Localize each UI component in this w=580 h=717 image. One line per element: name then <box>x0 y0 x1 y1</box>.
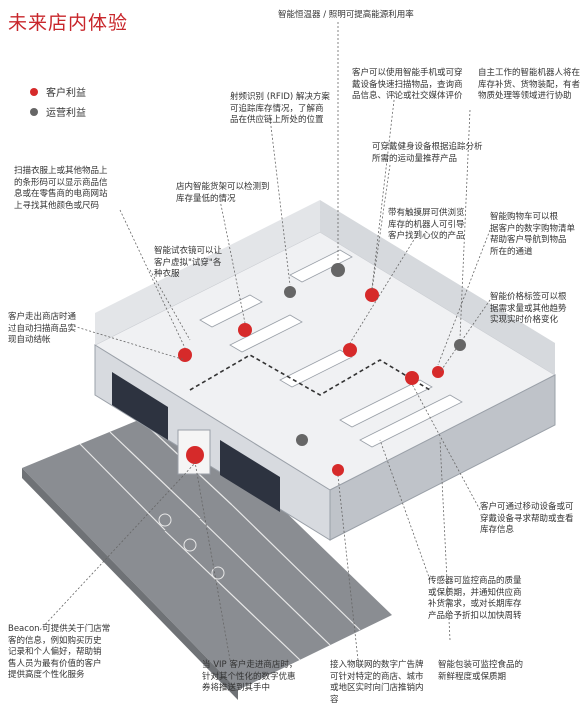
leader-lines <box>39 22 491 661</box>
annotation-mobile-help: 客户可通过移动设备或可 穿戴设备寻求帮助或查看 库存信息 <box>480 502 574 535</box>
annotation-packaging: 智能包装可监控食品的 新鲜程度或保质期 <box>438 660 524 682</box>
accessible-parking-icons <box>158 513 225 580</box>
legend-customer-dot <box>30 87 38 96</box>
store-side-facade <box>329 374 556 541</box>
annotation-smart-cart: 智能购物车可以根 据客户的数字购物清单 帮助客户导航到物品 所在的通道 <box>490 212 576 257</box>
annotation-rfid: 射频识别 (RFID) 解决方案 可追踪库存情况，了解商 品在供应链上所处的位置 <box>230 92 330 125</box>
legend-operator-dot <box>30 107 38 116</box>
operator-markers <box>284 263 466 446</box>
parking-lot <box>22 405 392 690</box>
annotation-iot-ads: 接入物联网的数字广告牌 可针对特定的商店、城市 或地区实时向门店推销内 容 <box>330 660 424 705</box>
annotation-fitting-mirror: 智能试衣镜可以让 客户虚拟"试穿"各 种衣服 <box>154 246 223 279</box>
store-windows <box>112 372 280 512</box>
store-back-wall-left <box>95 200 320 345</box>
store-shelves <box>199 249 463 448</box>
parking-lot-edge <box>22 468 238 700</box>
annotation-price-tag: 智能价格标签可以根 据需求量或其他趋势 实现实时价格变化 <box>490 292 567 325</box>
annotation-touch-robot: 带有触摸屏可供浏览 库存的机器人可引导 客户找到心仪的产品 <box>388 208 465 241</box>
annotation-mobile-scan: 客户可以使用智能手机或可穿 戴设备快速扫描物品，查询商 品信息、评论或社交媒体评… <box>352 68 463 101</box>
annotation-sensor: 传感器可监控商品的质量 或保质期，并通知供应商 补货需求，或对长期库存 产品给予… <box>428 576 522 621</box>
legend-operator: 运营利益 <box>30 104 86 119</box>
parking-lines <box>79 418 361 661</box>
customer-markers <box>178 288 444 476</box>
legend-customer-label: 客户利益 <box>46 88 86 99</box>
page-title: 未来店内体验 <box>8 12 129 34</box>
annotation-scan-tag: 扫描衣服上或其他物品上 的条形码可以显示商品信 息或在零售商的电商网站 上寻找其… <box>14 166 108 211</box>
legend-customer: 客户利益 <box>30 84 86 99</box>
annotation-thermostat: 智能恒温器 / 照明可提高能源利用率 <box>278 10 414 20</box>
customer-path <box>189 354 431 396</box>
annotation-smart-shelf: 店内智能货架可以检测到 库存量低的情况 <box>176 182 270 204</box>
store-back-wall-right <box>320 200 555 375</box>
annotation-beacon: Beacon 可提供关于门店常 客的信息，例如购买历史 记录和个人偏好，帮助销 … <box>8 624 111 680</box>
legend-operator-label: 运营利益 <box>46 108 86 119</box>
annotation-robot: 自主工作的智能机器人将在 库存补货、货物装配，有者 物质处理等领域进行协助 <box>478 68 580 101</box>
annotation-vip: 当 VIP 客户走进商店时， 针对其个性化的数字优惠 券将推送到其手中 <box>202 660 298 693</box>
annotation-wearable: 可穿戴健身设备根据追踪分析 所需的运动量推荐产品 <box>372 142 483 164</box>
annotation-checkout: 客户走出商店时通 过自动扫描商品实 现自动结帐 <box>8 312 77 345</box>
